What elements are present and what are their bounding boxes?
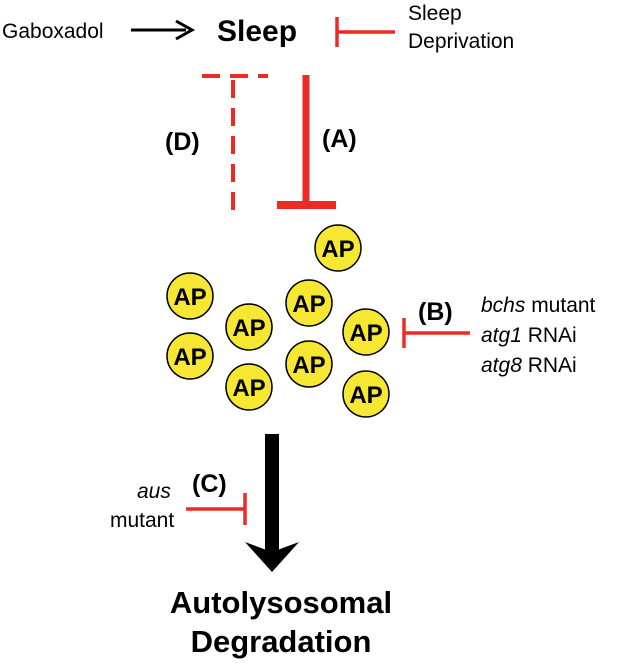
aus-label: aus [137,480,171,503]
label-d: (D) [165,128,200,156]
autophagosome: AP [285,279,333,327]
label-b: (B) [418,298,453,326]
autophagosome: AP [342,370,390,418]
ap-label: AP [173,344,206,371]
b-inhibition [402,318,470,348]
sleep-label: Sleep [217,15,297,48]
ap-label: AP [349,382,382,409]
atg8-rnai-label: atg8 RNAi [481,354,577,377]
autophagosome: AP [225,363,273,411]
atg1-rnai-label: atg1 RNAi [481,324,577,347]
label-c: (C) [192,470,227,498]
gaboxadol-arrow [131,19,196,41]
ap-label: AP [232,375,265,402]
autophagosome: AP [285,340,333,388]
degradation-arrow [245,434,299,572]
degradation-label: Degradation [191,624,372,659]
autolysosomal-label: Autolysosomal [170,585,392,620]
ap-label: AP [173,284,206,311]
ap-label: AP [321,236,354,263]
ap-label: AP [292,291,325,318]
sleep-deprivation-inhibition [335,17,395,47]
autophagosome: AP [342,308,390,356]
autophagosome-cluster: AP AP AP AP AP AP AP AP [166,224,390,418]
a-solid-inhibition [277,75,336,209]
autophagosome: AP [225,303,273,351]
autophagosome: AP [166,272,214,320]
sleep-deprivation-label-line2: Deprivation [408,30,514,53]
ap-label: AP [232,315,265,342]
aus-mutant-label: mutant [110,509,174,532]
c-inhibition [186,493,247,525]
autophagosome: AP [166,332,214,380]
gaboxadol-label: Gaboxadol [2,20,104,43]
label-a: (A) [322,125,357,153]
sleep-deprivation-label-line1: Sleep [408,2,462,25]
bchs-mutant-label: bchs mutant [481,294,596,317]
d-dashed-inhibition [202,74,268,212]
ap-label: AP [292,352,325,379]
autophagosome: AP [314,224,362,272]
ap-label: AP [349,320,382,347]
